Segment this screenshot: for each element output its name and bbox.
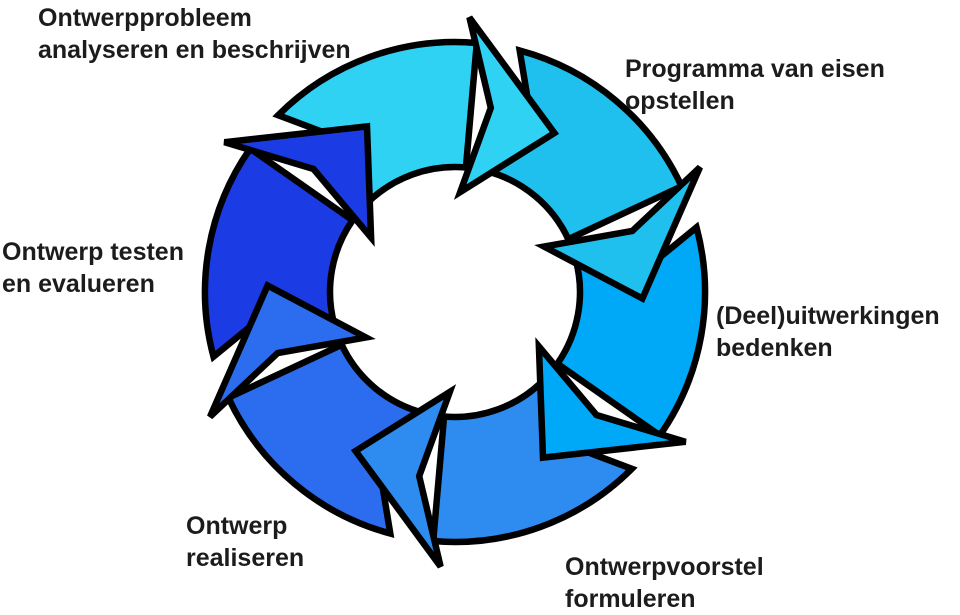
cycle-arrow-head-4 <box>350 384 457 569</box>
label-line: analyseren en beschrijven <box>38 36 351 64</box>
cycle-arrow-head-5 <box>207 280 376 420</box>
label-line: Ontwerp testen <box>2 238 184 266</box>
label-line: (Deel)uitwerkingen <box>716 302 940 330</box>
cycle-arrow-head-6 <box>223 122 375 247</box>
cycle-arrow-head-2 <box>534 164 703 304</box>
label-line: opstellen <box>625 87 735 115</box>
label-ontwerpvoorstel-formuleren: Ontwerpvoorstel formuleren <box>565 551 764 615</box>
label-line: Ontwerpvoorstel <box>565 553 764 581</box>
label-line: realiseren <box>186 544 305 572</box>
label-ontwerpprobleem-analyseren: Ontwerpprobleem analyseren en beschrijve… <box>38 2 351 66</box>
cycle-arrow-head-3 <box>535 337 687 462</box>
label-deeluitwerkingen-bedenken: (Deel)uitwerkingen bedenken <box>716 300 940 364</box>
label-ontwerp-realiseren: Ontwerp realiseren <box>186 510 304 574</box>
label-line: formuleren <box>565 585 696 613</box>
label-line: Programma van eisen <box>625 55 885 83</box>
label-programma-van-eisen: Programma van eisen opstellen <box>625 53 885 117</box>
label-line: Ontwerp <box>186 512 288 540</box>
cycle-arrow-band-1 <box>272 38 481 210</box>
cycle-arrow-head-1 <box>453 15 560 200</box>
label-line: en evalueren <box>2 270 155 298</box>
cycle-arrow-band-4 <box>429 374 638 546</box>
label-line: bedenken <box>716 334 833 362</box>
label-line: Ontwerpprobleem <box>38 4 252 32</box>
label-ontwerp-testen-evalueren: Ontwerp testen en evalueren <box>2 236 184 300</box>
